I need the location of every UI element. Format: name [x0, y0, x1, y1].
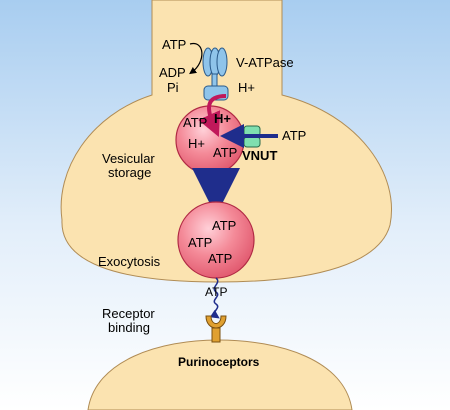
atp-input-label: ATP: [162, 37, 186, 52]
vesicular-storage-label-2: storage: [108, 165, 151, 180]
v-atpase-icon: [202, 47, 229, 101]
v-atpase-label: V-ATPase: [236, 55, 294, 70]
atp-release-squiggle: [209, 277, 220, 319]
vesicle1-h-plus-top-label: H+: [214, 111, 231, 126]
atp-hydrolysis-arrow: [189, 43, 203, 75]
pi-label: Pi: [167, 80, 179, 95]
adp-label: ADP: [159, 65, 186, 80]
vesicle1-h-plus-left-label: H+: [188, 136, 205, 151]
vesicle1-atp-bottom-label: ATP: [213, 145, 237, 160]
vesicle1-atp-left-label: ATP: [183, 115, 207, 130]
vesicle2-atp-2-label: ATP: [188, 235, 212, 250]
proton-pump-arrow: [198, 94, 227, 137]
vnut-label: VNUT: [242, 148, 277, 163]
released-atp-label: ATP: [205, 285, 227, 299]
receptor-binding-label-2: binding: [108, 320, 150, 335]
vnut-atp-label: ATP: [282, 128, 306, 143]
purinoceptor-icon: [205, 315, 227, 343]
purinoceptors-label: Purinoceptors: [178, 355, 260, 369]
vesicle2-atp-3-label: ATP: [208, 251, 232, 266]
h-plus-outside-label: H+: [238, 80, 255, 95]
vesicular-storage-label-1: Vesicular: [102, 151, 155, 166]
exocytosis-label: Exocytosis: [98, 254, 161, 269]
receptor-binding-label-1: Receptor: [102, 306, 155, 321]
vesicle2-atp-1-label: ATP: [212, 218, 236, 233]
